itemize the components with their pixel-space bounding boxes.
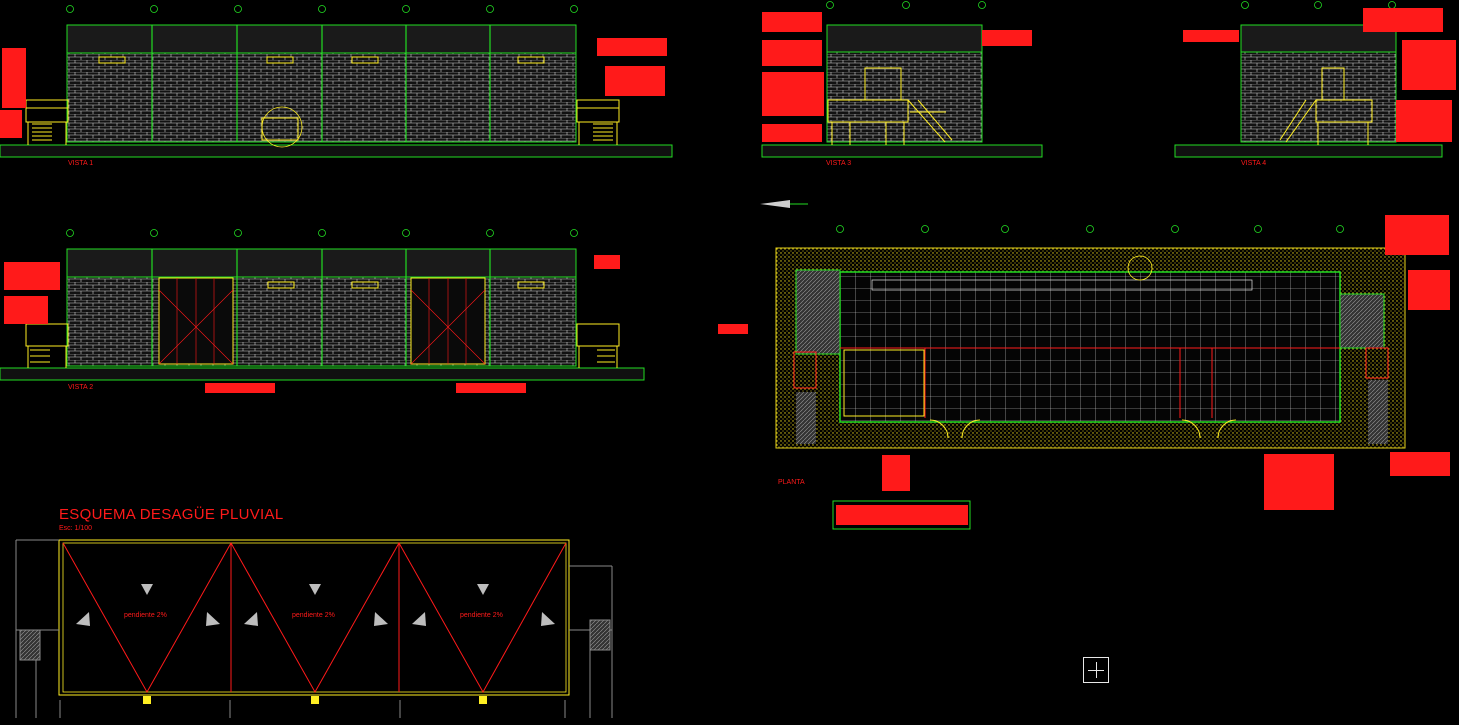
axis-bubble: [234, 229, 242, 237]
floor-plan: [760, 200, 1406, 530]
roof-drainage-diagram: [15, 539, 613, 718]
elevation-vista-2: [0, 248, 645, 381]
slope-label-2: pendiente 2%: [292, 612, 335, 619]
elevation-vista-4: [1174, 24, 1443, 158]
axis-bubble: [234, 5, 242, 13]
drainage-scale: Esc: 1/100: [59, 525, 93, 532]
axis-bubble: [402, 229, 410, 237]
axis-bubble: [1241, 1, 1249, 9]
annotation-block: [882, 455, 910, 491]
annotation-block: [456, 383, 526, 393]
crosshair-cursor-icon: [1083, 657, 1109, 683]
axis-bubble: [826, 1, 834, 9]
axis-bubble: [1086, 225, 1094, 233]
elevation-vista-3: [761, 24, 1043, 158]
annotation-block: [4, 262, 60, 290]
annotation-block: [605, 66, 665, 96]
axis-bubble: [921, 225, 929, 233]
axis-bubble: [1388, 1, 1396, 9]
annotation-block: [762, 40, 822, 66]
label-vista-3: VISTA 3: [826, 160, 852, 167]
axis-bubble: [66, 229, 74, 237]
axis-bubble: [66, 5, 74, 13]
annotation-block: [0, 110, 22, 138]
axis-bubble: [402, 5, 410, 13]
slope-label-3: pendiente 2%: [460, 612, 503, 619]
annotation-block: [4, 296, 48, 324]
slope-label-1: pendiente 2%: [124, 612, 167, 619]
annotation-block: [762, 124, 822, 142]
axis-bubble: [1171, 225, 1179, 233]
axis-bubble: [318, 229, 326, 237]
annotation-block: [762, 72, 824, 116]
axis-bubble: [570, 5, 578, 13]
grid-axis-bubbles: [66, 1, 1396, 237]
axis-bubble: [318, 5, 326, 13]
axis-bubble: [836, 225, 844, 233]
annotation-block: [1390, 452, 1450, 476]
annotation-block: [1385, 215, 1449, 255]
axis-bubble: [1001, 225, 1009, 233]
annotation-block: [2, 48, 26, 108]
axis-bubble: [570, 229, 578, 237]
label-vista-2: VISTA 2: [68, 384, 94, 391]
annotation-block: [1264, 454, 1334, 510]
axis-bubble: [1314, 1, 1322, 9]
annotation-block: [205, 383, 275, 393]
annotation-blocks: [0, 8, 1456, 525]
annotation-block: [762, 12, 822, 32]
label-vista-4: VISTA 4: [1241, 160, 1267, 167]
drainage-title: ESQUEMA DESAGÜE PLUVIAL: [59, 506, 284, 523]
annotation-block: [1402, 40, 1456, 90]
axis-bubble: [1254, 225, 1262, 233]
annotation-block: [1410, 280, 1448, 310]
annotation-block: [597, 38, 667, 56]
elevation-vista-1: [0, 24, 673, 158]
annotation-block: [836, 505, 968, 525]
axis-bubble: [486, 229, 494, 237]
axis-bubble: [1336, 225, 1344, 233]
label-vista-1: VISTA 1: [68, 160, 94, 167]
annotation-block: [594, 255, 620, 269]
annotation-block: [1183, 30, 1239, 42]
axis-bubble: [150, 229, 158, 237]
axis-bubble: [486, 5, 494, 13]
axis-bubble: [902, 1, 910, 9]
label-planta: PLANTA: [778, 479, 805, 486]
axis-bubble: [978, 1, 986, 9]
annotation-block: [1396, 100, 1452, 142]
annotation-block: [718, 324, 748, 334]
annotation-block: [982, 30, 1032, 46]
axis-bubble: [150, 5, 158, 13]
annotation-block: [1363, 8, 1443, 32]
